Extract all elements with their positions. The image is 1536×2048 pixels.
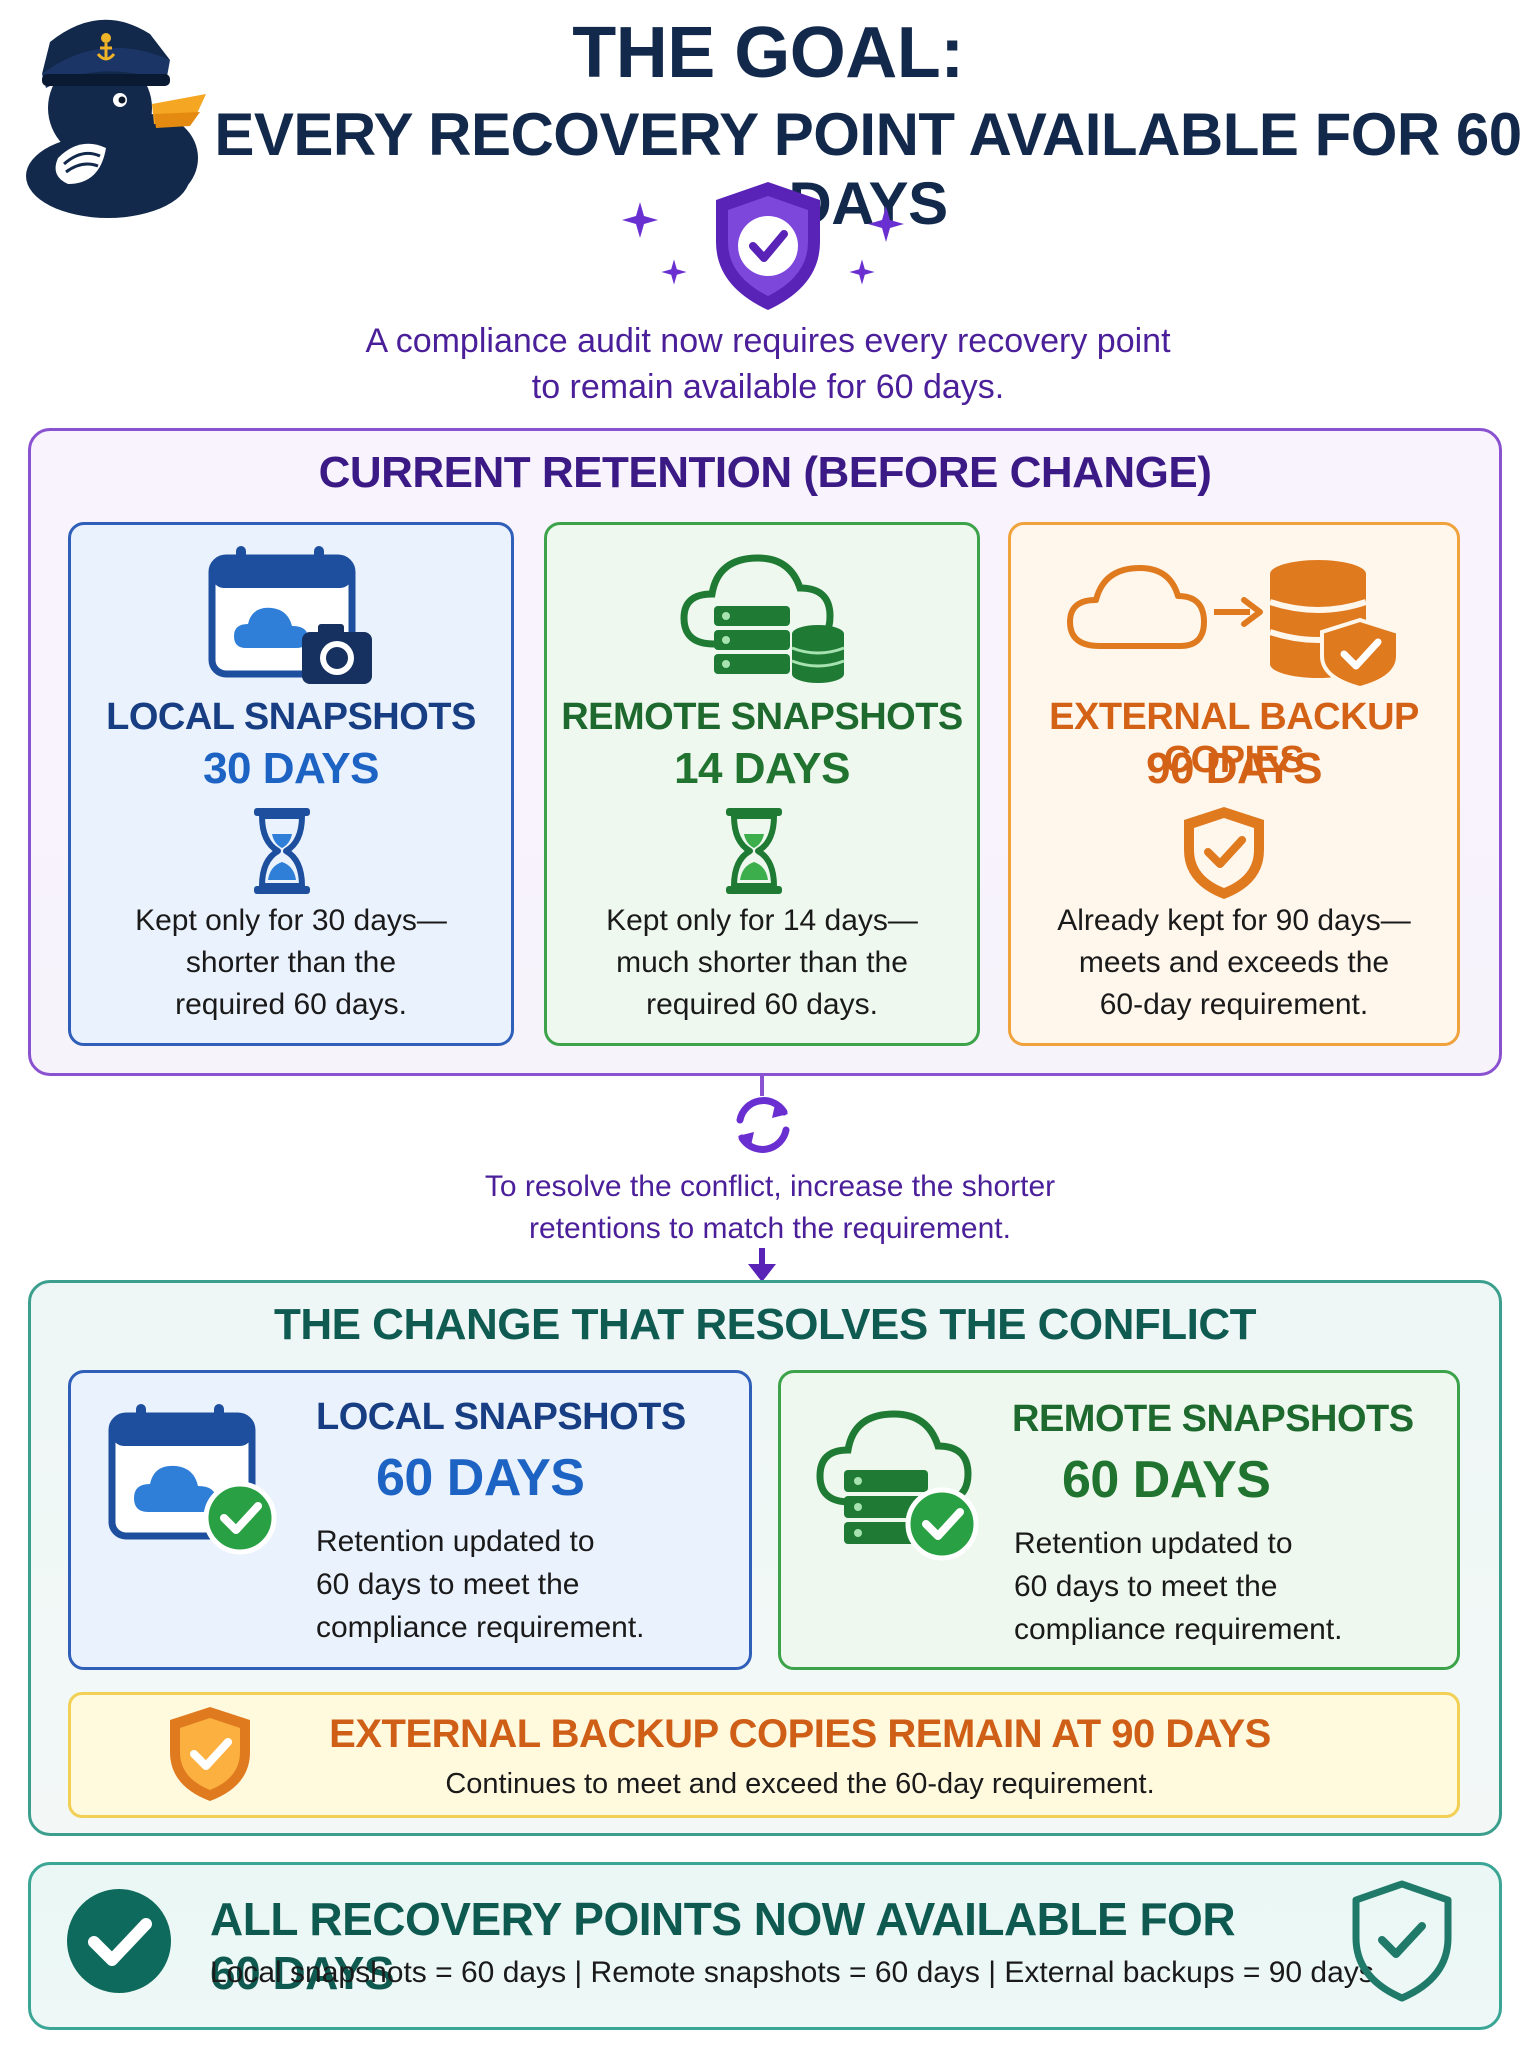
description-line: shorter than the (185, 946, 397, 979)
transition-line: To resolve the conflict, increase the sh… (484, 1170, 1056, 1203)
connector-line (760, 1076, 764, 1096)
shield-check-icon (166, 1704, 254, 1804)
local-snapshots-days: 30 DAYS (203, 744, 379, 793)
remote-snapshots-description: Kept only for 14 days— much shorter than… (544, 900, 980, 1026)
external-backup-remains-banner (68, 1692, 1460, 1818)
remote-snapshots-updated-days: 60 DAYS (1062, 1451, 1271, 1509)
local-snapshots-title: LOCAL SNAPSHOTS (106, 696, 476, 738)
sparkle-icon (620, 200, 660, 240)
page-subtitle-heading: EVERY RECOVERY POINT AVAILABLE FOR 60 DA… (214, 101, 1522, 237)
external-backup-title: EXTERNAL BACKUP COPIES (1049, 696, 1419, 781)
cloud-server-database-icon (674, 544, 850, 684)
description-line: compliance requirement. (316, 1611, 645, 1644)
description-line: 60-day requirement. (1099, 988, 1369, 1021)
external-backup-remains-title: EXTERNAL BACKUP COPIES REMAIN AT 90 DAYS (329, 1712, 1271, 1756)
local-snapshots-updated-description: Retention updated to 60 days to meet the… (316, 1520, 736, 1649)
refresh-cycle-icon (726, 1088, 800, 1162)
description-line: Kept only for 30 days— (135, 904, 447, 937)
calendar-cloud-check-icon (106, 1398, 282, 1558)
description-line: Retention updated to (316, 1525, 595, 1558)
result-title: ALL RECOVERY POINTS NOW AVAILABLE FOR 60… (210, 1893, 1236, 1999)
description-line: Retention updated to (1014, 1527, 1293, 1560)
goal-description: A compliance audit now requires every re… (268, 318, 1268, 410)
remote-snapshots-title: REMOTE SNAPSHOTS (561, 696, 963, 738)
description-line: Kept only for 14 days— (606, 904, 918, 937)
remote-snapshots-days: 14 DAYS (674, 744, 850, 793)
cloud-server-check-icon (810, 1402, 986, 1562)
description-line: compliance requirement. (1014, 1613, 1343, 1646)
result-summary: Local snapshots = 60 days | Remote snaps… (210, 1956, 1374, 1989)
calendar-cloud-camera-icon (206, 540, 376, 690)
page-title: THE GOAL: (572, 13, 964, 93)
goal-description-line: A compliance audit now requires every re… (365, 322, 1171, 360)
local-snapshots-updated-days: 60 DAYS (376, 1449, 585, 1507)
hourglass-icon (722, 806, 786, 896)
external-backup-days: 90 DAYS (1146, 744, 1322, 793)
remote-snapshots-updated-description: Retention updated to 60 days to meet the… (1014, 1522, 1444, 1651)
description-line: 60 days to meet the (1014, 1570, 1278, 1603)
sparkle-icon (848, 258, 876, 286)
description-line: 60 days to meet the (316, 1568, 580, 1601)
shield-check-icon (1180, 804, 1268, 902)
check-circle-icon (64, 1886, 174, 1996)
resolution-title: THE CHANGE THAT RESOLVES THE CONFLICT (273, 1300, 1257, 1349)
remote-snapshots-updated-title: REMOTE SNAPSHOTS (1012, 1398, 1414, 1440)
goal-description-line: to remain available for 60 days. (531, 368, 1005, 406)
description-line: meets and exceeds the (1078, 946, 1390, 979)
local-snapshots-description: Kept only for 30 days— shorter than the … (68, 900, 514, 1026)
transition-description: To resolve the conflict, increase the sh… (420, 1166, 1120, 1250)
transition-line: retentions to match the requirement. (529, 1212, 1011, 1245)
description-line: required 60 days. (646, 988, 878, 1021)
description-line: much shorter than the (616, 946, 908, 979)
external-backup-description: Already kept for 90 days— meets and exce… (1008, 900, 1460, 1026)
current-retention-title: CURRENT RETENTION (BEFORE CHANGE) (318, 448, 1212, 497)
external-backup-remains-description: Continues to meet and exceed the 60-day … (445, 1768, 1155, 1800)
cloud-to-database-shield-icon (1064, 552, 1414, 691)
result-banner (28, 1862, 1502, 2030)
shield-check-icon (708, 178, 828, 314)
duck-mascot-icon (20, 8, 210, 218)
hourglass-icon (250, 806, 314, 896)
sparkle-icon (866, 204, 906, 244)
arrow-down-icon (744, 1248, 780, 1284)
remote-snapshots-updated-card (778, 1370, 1460, 1670)
shield-check-icon (1350, 1880, 1454, 2004)
description-line: required 60 days. (175, 988, 407, 1021)
sparkle-icon (660, 258, 688, 286)
local-snapshots-updated-title: LOCAL SNAPSHOTS (316, 1396, 686, 1438)
description-line: Already kept for 90 days— (1057, 904, 1411, 937)
